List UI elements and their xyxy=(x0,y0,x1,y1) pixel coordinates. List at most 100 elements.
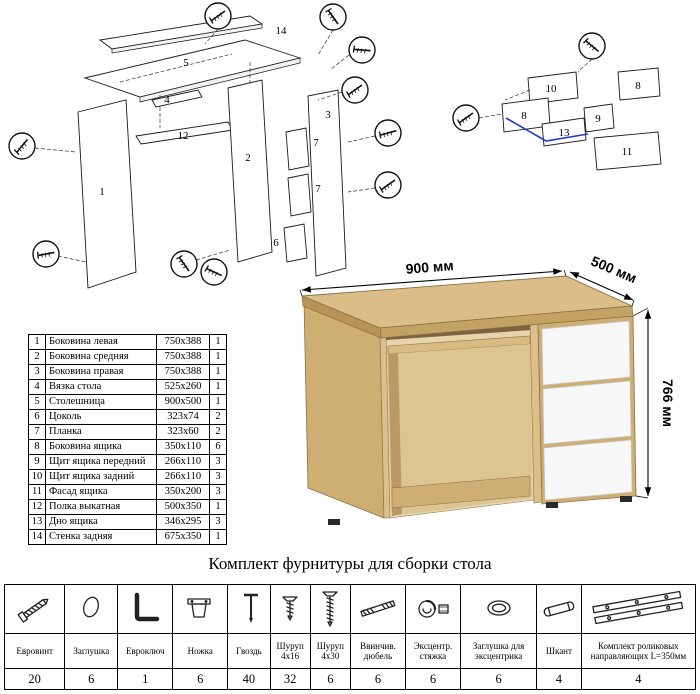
part-label-11: 11 xyxy=(622,146,633,158)
nail-icon xyxy=(244,593,259,623)
hex-key-icon xyxy=(134,592,160,622)
part-size: 346x295 xyxy=(156,514,210,530)
width-dimension-label: 900 мм xyxy=(405,257,454,277)
hardware-qty: 4 xyxy=(580,668,697,690)
part-name: Боковина правая xyxy=(45,364,157,380)
drawer-front-3 xyxy=(543,439,633,501)
part-qty: 1 xyxy=(209,379,227,395)
part-num: 2 xyxy=(28,349,46,365)
hardware-label: Евровинт xyxy=(3,633,66,669)
hardware-qty: 4 xyxy=(536,668,582,690)
part-qty: 1 xyxy=(209,364,227,380)
part-qty: 2 xyxy=(209,424,227,440)
hardware-label: Шкант xyxy=(536,633,582,669)
hardware-icon-row xyxy=(3,584,697,634)
part-size: 350x110 xyxy=(156,439,210,455)
part-num: 6 xyxy=(28,409,46,425)
part-size: 750x388 xyxy=(156,364,210,380)
cam-cap-icon xyxy=(486,600,511,616)
part-name: Щит ящика задний xyxy=(45,469,157,485)
part-size: 266x110 xyxy=(156,469,210,485)
cam-lock-icon xyxy=(418,599,449,618)
part-name: Щит ящика передний xyxy=(45,454,157,470)
part-size: 323x74 xyxy=(156,409,210,425)
exploded-desk-diagram: 14 5 4 12 1 2 3 7 7 6 xyxy=(8,2,402,289)
hardware-table: Евровинт Заглушка Евроключ Ножка Гвоздь … xyxy=(3,584,697,690)
part-size: 750x388 xyxy=(156,334,210,350)
desk-feet xyxy=(328,496,632,525)
hardware-label: Эксцентр. стяжка xyxy=(404,633,462,669)
screw-4x30-icon xyxy=(322,591,339,627)
part-size: 750x388 xyxy=(156,349,210,365)
part-size: 350x200 xyxy=(156,484,210,500)
part-label-3: 3 xyxy=(325,109,331,121)
hardware-label: Гвоздь xyxy=(227,633,271,669)
part-size: 500x350 xyxy=(156,499,210,515)
part-name: Вязка стола xyxy=(45,379,157,395)
part-size: 675x350 xyxy=(156,529,210,545)
part-qty: 1 xyxy=(209,349,227,365)
hardware-label-row: Евровинт Заглушка Евроключ Ножка Гвоздь … xyxy=(3,633,697,669)
hardware-section-title: Комплект фурнитуры для сборки стола xyxy=(208,554,492,573)
part-name: Цоколь xyxy=(45,409,157,425)
part-size: 323x60 xyxy=(156,424,210,440)
part-name: Столешница xyxy=(45,394,157,410)
part-name: Боковина ящика xyxy=(45,439,157,455)
part-num: 1 xyxy=(28,334,46,350)
part-num: 14 xyxy=(28,529,46,545)
part-qty: 1 xyxy=(209,529,227,545)
part-label-8b: 8 xyxy=(521,110,527,122)
hardware-label: Заглушка для эксцентрика xyxy=(459,633,538,669)
part-label-10: 10 xyxy=(546,83,558,95)
part-num: 3 xyxy=(28,364,46,380)
part-name: Стенка задняя xyxy=(45,529,157,545)
drawer-bottom-groove-highlight xyxy=(505,117,589,142)
drawer-slides-icon xyxy=(592,590,684,625)
exploded-drawer-diagram: 10 8 8 9 13 11 xyxy=(452,32,662,171)
hardware-qty: 1 xyxy=(117,668,174,690)
part-qty: 2 xyxy=(209,409,227,425)
part-label-7a: 7 xyxy=(313,137,319,149)
part-num: 12 xyxy=(28,499,46,515)
part-qty: 1 xyxy=(209,334,227,350)
part-label-2: 2 xyxy=(245,152,251,164)
part-label-7b: 7 xyxy=(315,183,321,195)
drawer-part-labels: 10 8 8 9 13 11 xyxy=(521,80,641,158)
part-name: Полка выкатная xyxy=(45,499,157,515)
screw-4x16-icon xyxy=(282,596,298,621)
part-num: 8 xyxy=(28,439,46,455)
drawer-front-1 xyxy=(541,320,631,386)
hardware-qty: 6 xyxy=(349,668,406,690)
part-label-12: 12 xyxy=(178,130,189,142)
depth-dimension-line xyxy=(569,271,634,301)
part-label-9: 9 xyxy=(595,113,601,125)
drawer-front-2 xyxy=(542,380,632,445)
part-qty: 6 xyxy=(209,439,227,455)
width-dimension-line xyxy=(301,268,563,293)
hardware-label: Ножка xyxy=(172,633,229,669)
confirmat-screw-icon xyxy=(17,598,49,623)
hardware-qty: 6 xyxy=(459,668,538,690)
part-label-4: 4 xyxy=(164,94,170,106)
hardware-label: Комплект роликовых направляющих L=350мм xyxy=(580,633,697,669)
fastener-callouts xyxy=(8,2,402,286)
part-name: Боковина левая xyxy=(45,334,157,350)
wood-dowel-icon xyxy=(543,601,575,617)
part-qty: 3 xyxy=(209,484,227,500)
part-label-6: 6 xyxy=(273,237,279,249)
part-name: Дно ящика xyxy=(45,514,157,530)
part-label-13: 13 xyxy=(559,127,571,139)
